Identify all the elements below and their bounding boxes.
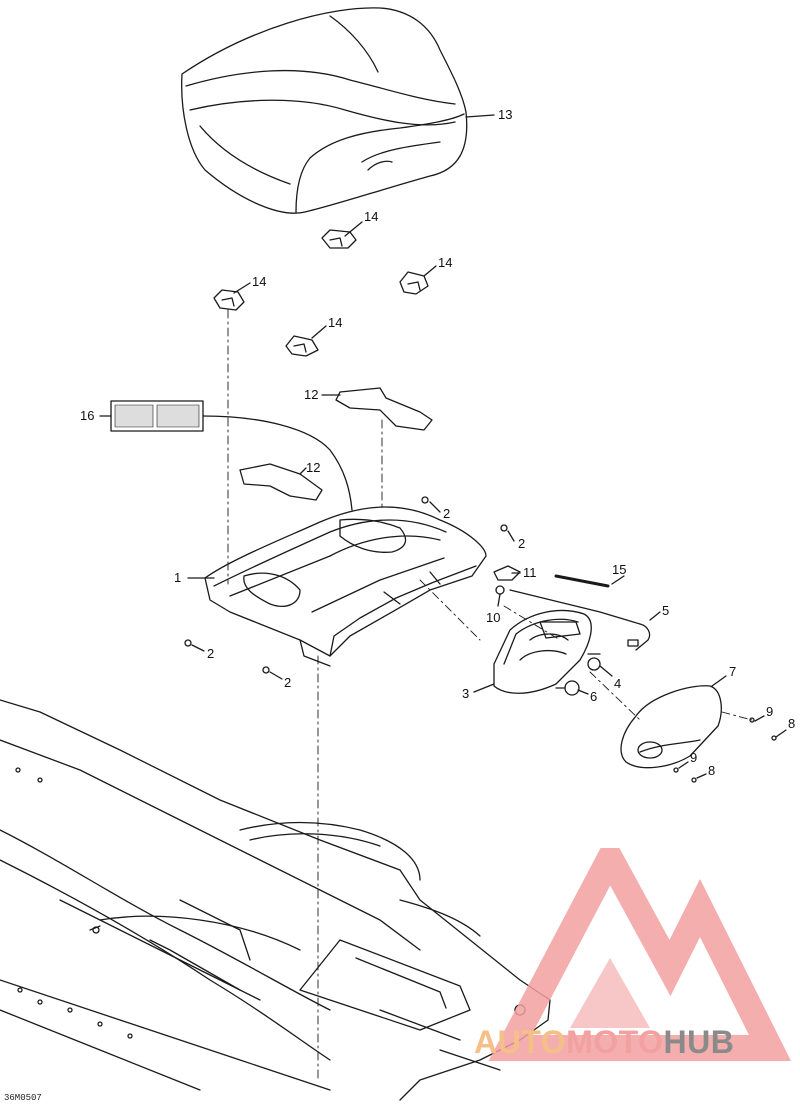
seat-cushion <box>181 7 468 214</box>
callout-8: 8 <box>788 716 796 731</box>
callout-2: 2 <box>518 536 526 551</box>
callout-9: 9 <box>690 750 698 765</box>
callout-14: 14 <box>328 315 343 330</box>
callout-6: 6 <box>590 689 598 704</box>
callout-13: 13 <box>498 107 513 122</box>
callout-10: 10 <box>486 610 501 625</box>
callout-14: 14 <box>252 274 267 289</box>
callout-5: 5 <box>662 603 670 618</box>
lamp-housing <box>493 609 592 694</box>
latch <box>493 565 521 595</box>
callout-12: 12 <box>306 460 321 475</box>
callout-12: 12 <box>304 387 319 402</box>
bulb-socket <box>555 653 601 696</box>
watermark-text: AUTOMOTOHUB <box>474 1026 734 1058</box>
callout-16: 16 <box>80 408 95 423</box>
frame-chassis <box>0 699 551 1101</box>
watermark-part-1: AUTO <box>474 1024 567 1060</box>
tail-lens <box>620 685 722 769</box>
callout-2: 2 <box>207 646 215 661</box>
callout-14: 14 <box>364 209 379 224</box>
callout-3: 3 <box>462 686 470 701</box>
assembly-lines <box>227 309 753 1081</box>
screw <box>184 496 508 674</box>
callout-4: 4 <box>614 676 622 691</box>
foam-pad <box>239 387 433 501</box>
small-screw <box>673 717 777 783</box>
rod <box>509 589 651 651</box>
callout-8: 8 <box>708 763 716 778</box>
cable <box>554 574 625 588</box>
callout-11: 11 <box>523 565 537 580</box>
figure-code: 36M0507 <box>4 1093 42 1103</box>
callout-9: 9 <box>766 704 774 719</box>
storage-tray <box>204 506 487 667</box>
watermark-logo-icon <box>488 848 792 1061</box>
callout-14: 14 <box>438 255 453 270</box>
callout-2: 2 <box>443 506 451 521</box>
callout-7: 7 <box>729 664 737 679</box>
watermark-part-3: HUB <box>663 1024 735 1060</box>
clip-part <box>213 229 429 357</box>
callout-1: 1 <box>174 570 182 585</box>
watermark-part-2: MOTO <box>566 1024 664 1060</box>
callout-2: 2 <box>284 675 292 690</box>
warning-label <box>110 400 204 432</box>
callout-15: 15 <box>612 562 627 577</box>
